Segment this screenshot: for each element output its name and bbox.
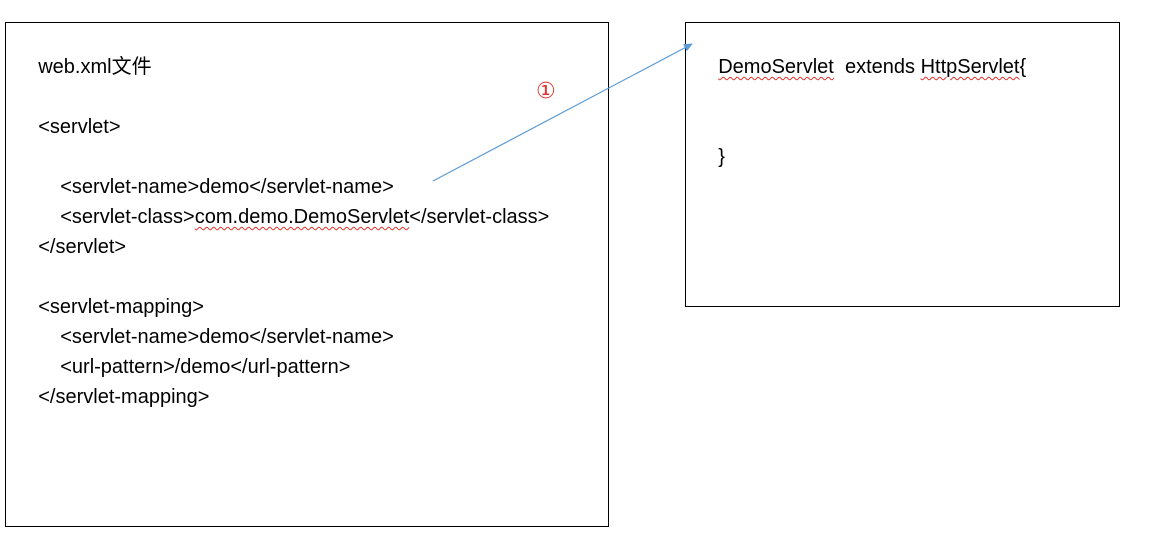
- servlet-mapping-close-text: </servlet-mapping>: [38, 386, 210, 408]
- close-brace-line: }: [696, 121, 725, 193]
- url-pattern-close-tag: </url-pattern>: [230, 356, 351, 378]
- servlet-name-line: <servlet-name>demo</servlet-name>: [38, 151, 394, 223]
- url-pattern-value: /demo: [174, 356, 231, 378]
- servlet-mapping-close-tag: </servlet-mapping>: [16, 361, 209, 433]
- mapping-servlet-name-line: <servlet-name>demo</servlet-name>: [38, 301, 394, 373]
- servlet-close-tag: </servlet>: [16, 211, 126, 283]
- servlet-name-value: demo: [199, 176, 250, 198]
- class-name: DemoServlet: [718, 56, 834, 78]
- servlet-class-line: <servlet-class>com.demo.DemoServlet</ser…: [38, 181, 549, 253]
- servlet-class-value: com.demo.DemoServlet: [194, 206, 410, 228]
- servlet-mapping-open-tag: <servlet-mapping>: [16, 271, 204, 343]
- servlet-name-open-tag: <servlet-name>: [60, 176, 200, 198]
- class-declaration-line: DemoServlet extends HttpServlet{: [696, 31, 1026, 103]
- web-xml-box: web.xml文件 <servlet> <servlet-name>demo</…: [5, 22, 609, 527]
- servlet-mapping-open-text: <servlet-mapping>: [38, 296, 204, 318]
- step-number-marker: ①: [536, 79, 556, 104]
- mapping-servlet-name-open-tag: <servlet-name>: [60, 326, 200, 348]
- servlet-class-box: DemoServlet extends HttpServlet{ }: [685, 22, 1120, 307]
- mapping-servlet-name-value: demo: [199, 326, 250, 348]
- close-brace: }: [718, 146, 725, 168]
- mapping-servlet-name-close-tag: </servlet-name>: [249, 326, 394, 348]
- servlet-name-close-tag: </servlet-name>: [249, 176, 394, 198]
- servlet-class-close-tag: </servlet-class>: [409, 206, 550, 228]
- parent-class-name: HttpServlet: [920, 56, 1020, 78]
- url-pattern-line: <url-pattern>/demo</url-pattern>: [38, 331, 350, 403]
- servlet-open-tag: <servlet>: [16, 91, 121, 163]
- web-xml-title: web.xml文件: [16, 31, 152, 103]
- web-xml-title-text: web.xml文件: [38, 56, 152, 78]
- servlet-open-text: <servlet>: [38, 116, 121, 138]
- servlet-class-open-tag: <servlet-class>: [60, 206, 195, 228]
- extends-keyword: extends: [833, 56, 921, 78]
- open-brace: {: [1019, 56, 1027, 78]
- servlet-close-text: </servlet>: [38, 236, 127, 258]
- url-pattern-open-tag: <url-pattern>: [60, 356, 175, 378]
